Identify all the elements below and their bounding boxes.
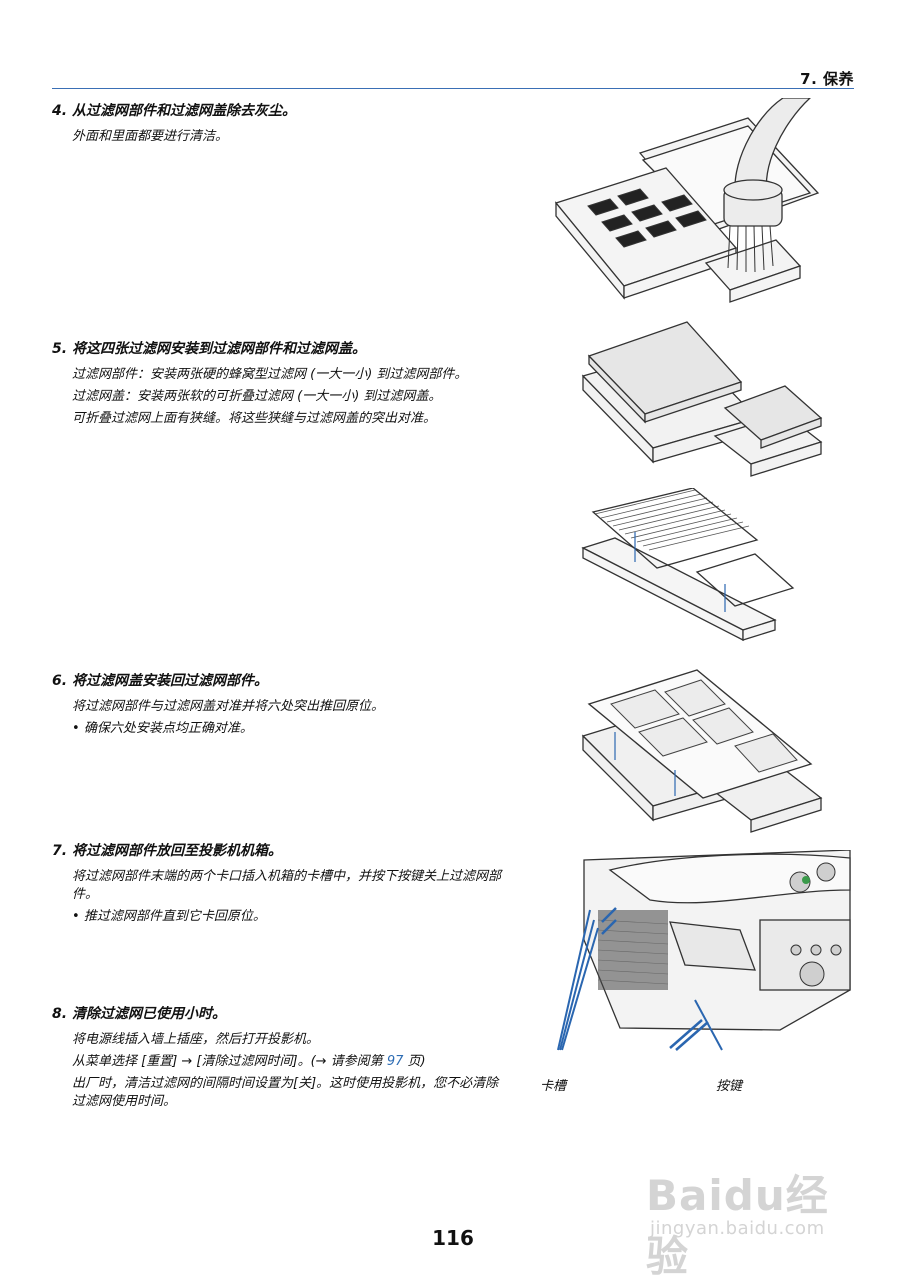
step-5-text-1: 过滤网部件：安装两张硬的蜂窝型过滤网 (一大一小) 到过滤网部件。 <box>72 367 468 382</box>
section-title: 7. 保养 <box>800 70 854 88</box>
step-8: 8.清除过滤网已使用小时。 将电源线插入墙上插座，然后打开投影机。 从菜单选择 … <box>52 1005 502 1115</box>
step-7: 7.将过滤网部件放回至投影机机箱。 将过滤网部件末端的两个卡口插入机箱的卡槽中，… <box>52 842 502 930</box>
filter-cover-attach-illustration <box>581 669 823 833</box>
step-5: 5.将这四张过滤网安装到过滤网部件和过滤网盖。 过滤网部件：安装两张硬的蜂窝型过… <box>52 340 502 432</box>
step-5-text-2: 过滤网盖：安装两张软的可折叠过滤网 (一大一小) 到过滤网盖。 <box>72 389 442 404</box>
step-6-title: 6.将过滤网盖安装回过滤网部件。 <box>52 673 268 689</box>
step-number: 7. <box>52 843 68 859</box>
step-7-bullet: 推过滤网部件直到它卡回原位。 <box>72 908 502 926</box>
step-6-bullet: 确保六处安装点均正确对准。 <box>72 720 512 738</box>
step-6: 6.将过滤网盖安装回过滤网部件。 将过滤网部件与过滤网盖对准并将六处突出推回原位… <box>52 672 512 742</box>
honeycomb-filter-illustration <box>581 321 823 477</box>
step-4: 4.从过滤网部件和过滤网盖除去灰尘。 外面和里面都要进行清洁。 <box>52 102 512 150</box>
step-5-title: 5.将这四张过滤网安装到过滤网部件和过滤网盖。 <box>52 341 366 357</box>
step-number: 6. <box>52 673 68 689</box>
step-7-title: 7.将过滤网部件放回至投影机机箱。 <box>52 843 282 859</box>
baidu-watermark: Baidu经验 jingyan.baidu.com <box>640 1140 870 1281</box>
projector-filter-insert-illustration <box>557 850 851 1051</box>
watermark-logo: Baidu经验 <box>646 1171 829 1281</box>
step-8-menu-path: 从菜单选择 [重置] → [清除过滤网时间]。(→ 请参阅第 97 页) <box>72 1054 426 1069</box>
step-number: 8. <box>52 1006 68 1022</box>
step-7-text: 将过滤网部件末端的两个卡口插入机箱的卡槽中，并按下按键关上过滤网部件。 <box>72 869 502 902</box>
step-4-title: 4.从过滤网部件和过滤网盖除去灰尘。 <box>52 103 296 119</box>
step-5-text-3: 可折叠过滤网上面有狭缝。将这些狭缝与过滤网盖的突出对准。 <box>72 411 437 426</box>
step-8-text-2: 出厂时，清洁过滤网的间隔时间设置为[关]。这时使用投影机，您不必清除过滤网使用时… <box>72 1076 499 1109</box>
slot-label: 卡槽 <box>540 1079 567 1094</box>
step-number: 5. <box>52 341 68 357</box>
foldable-filter-illustration <box>581 488 795 642</box>
page-number: 116 <box>432 1226 474 1250</box>
step-6-text: 将过滤网部件与过滤网盖对准并将六处突出推回原位。 <box>72 699 385 714</box>
header-rule <box>52 88 854 89</box>
button-label: 按键 <box>716 1079 743 1094</box>
vacuum-filter-illustration <box>554 98 820 303</box>
watermark-url: jingyan.baidu.com <box>650 1218 825 1239</box>
step-4-text: 外面和里面都要进行清洁。 <box>72 129 229 144</box>
page-reference-link[interactable]: 97 <box>386 1054 404 1069</box>
step-number: 4. <box>52 103 68 119</box>
step-8-text-1: 将电源线插入墙上插座，然后打开投影机。 <box>72 1032 320 1047</box>
step-8-title: 8.清除过滤网已使用小时。 <box>52 1006 226 1022</box>
